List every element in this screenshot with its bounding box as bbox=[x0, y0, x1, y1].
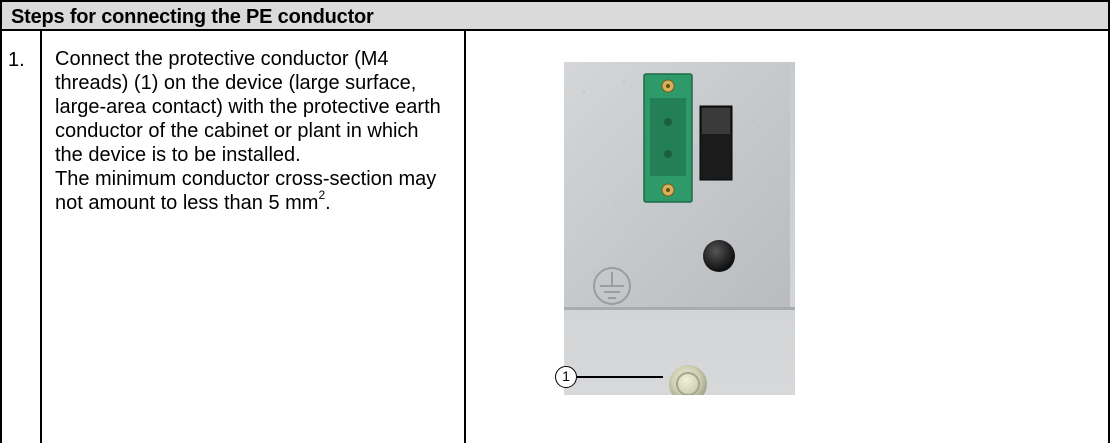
table-border-left bbox=[0, 29, 2, 443]
protective-earth-icon bbox=[593, 267, 631, 305]
table-header: Steps for connecting the PE conductor bbox=[0, 0, 1110, 31]
callout-1: 1 bbox=[555, 366, 577, 388]
screw-terminal-icon bbox=[643, 73, 693, 203]
column-divider-number bbox=[40, 29, 42, 443]
table-border-right bbox=[1108, 29, 1110, 443]
step-number: 1. bbox=[8, 49, 25, 71]
step-paragraph-connect: Connect the protective conductor (M4 thr… bbox=[55, 48, 441, 166]
step-paragraph-cross-section: The minimum conductor cross-section may … bbox=[55, 168, 437, 214]
table-title: Steps for connecting the PE conductor bbox=[11, 6, 374, 28]
device-pe-terminal-photo bbox=[564, 62, 795, 395]
step-instructions: Connect the protective conductor (M4 thr… bbox=[55, 47, 445, 215]
callout-leader-line bbox=[577, 376, 663, 378]
column-divider-figure bbox=[464, 29, 466, 443]
